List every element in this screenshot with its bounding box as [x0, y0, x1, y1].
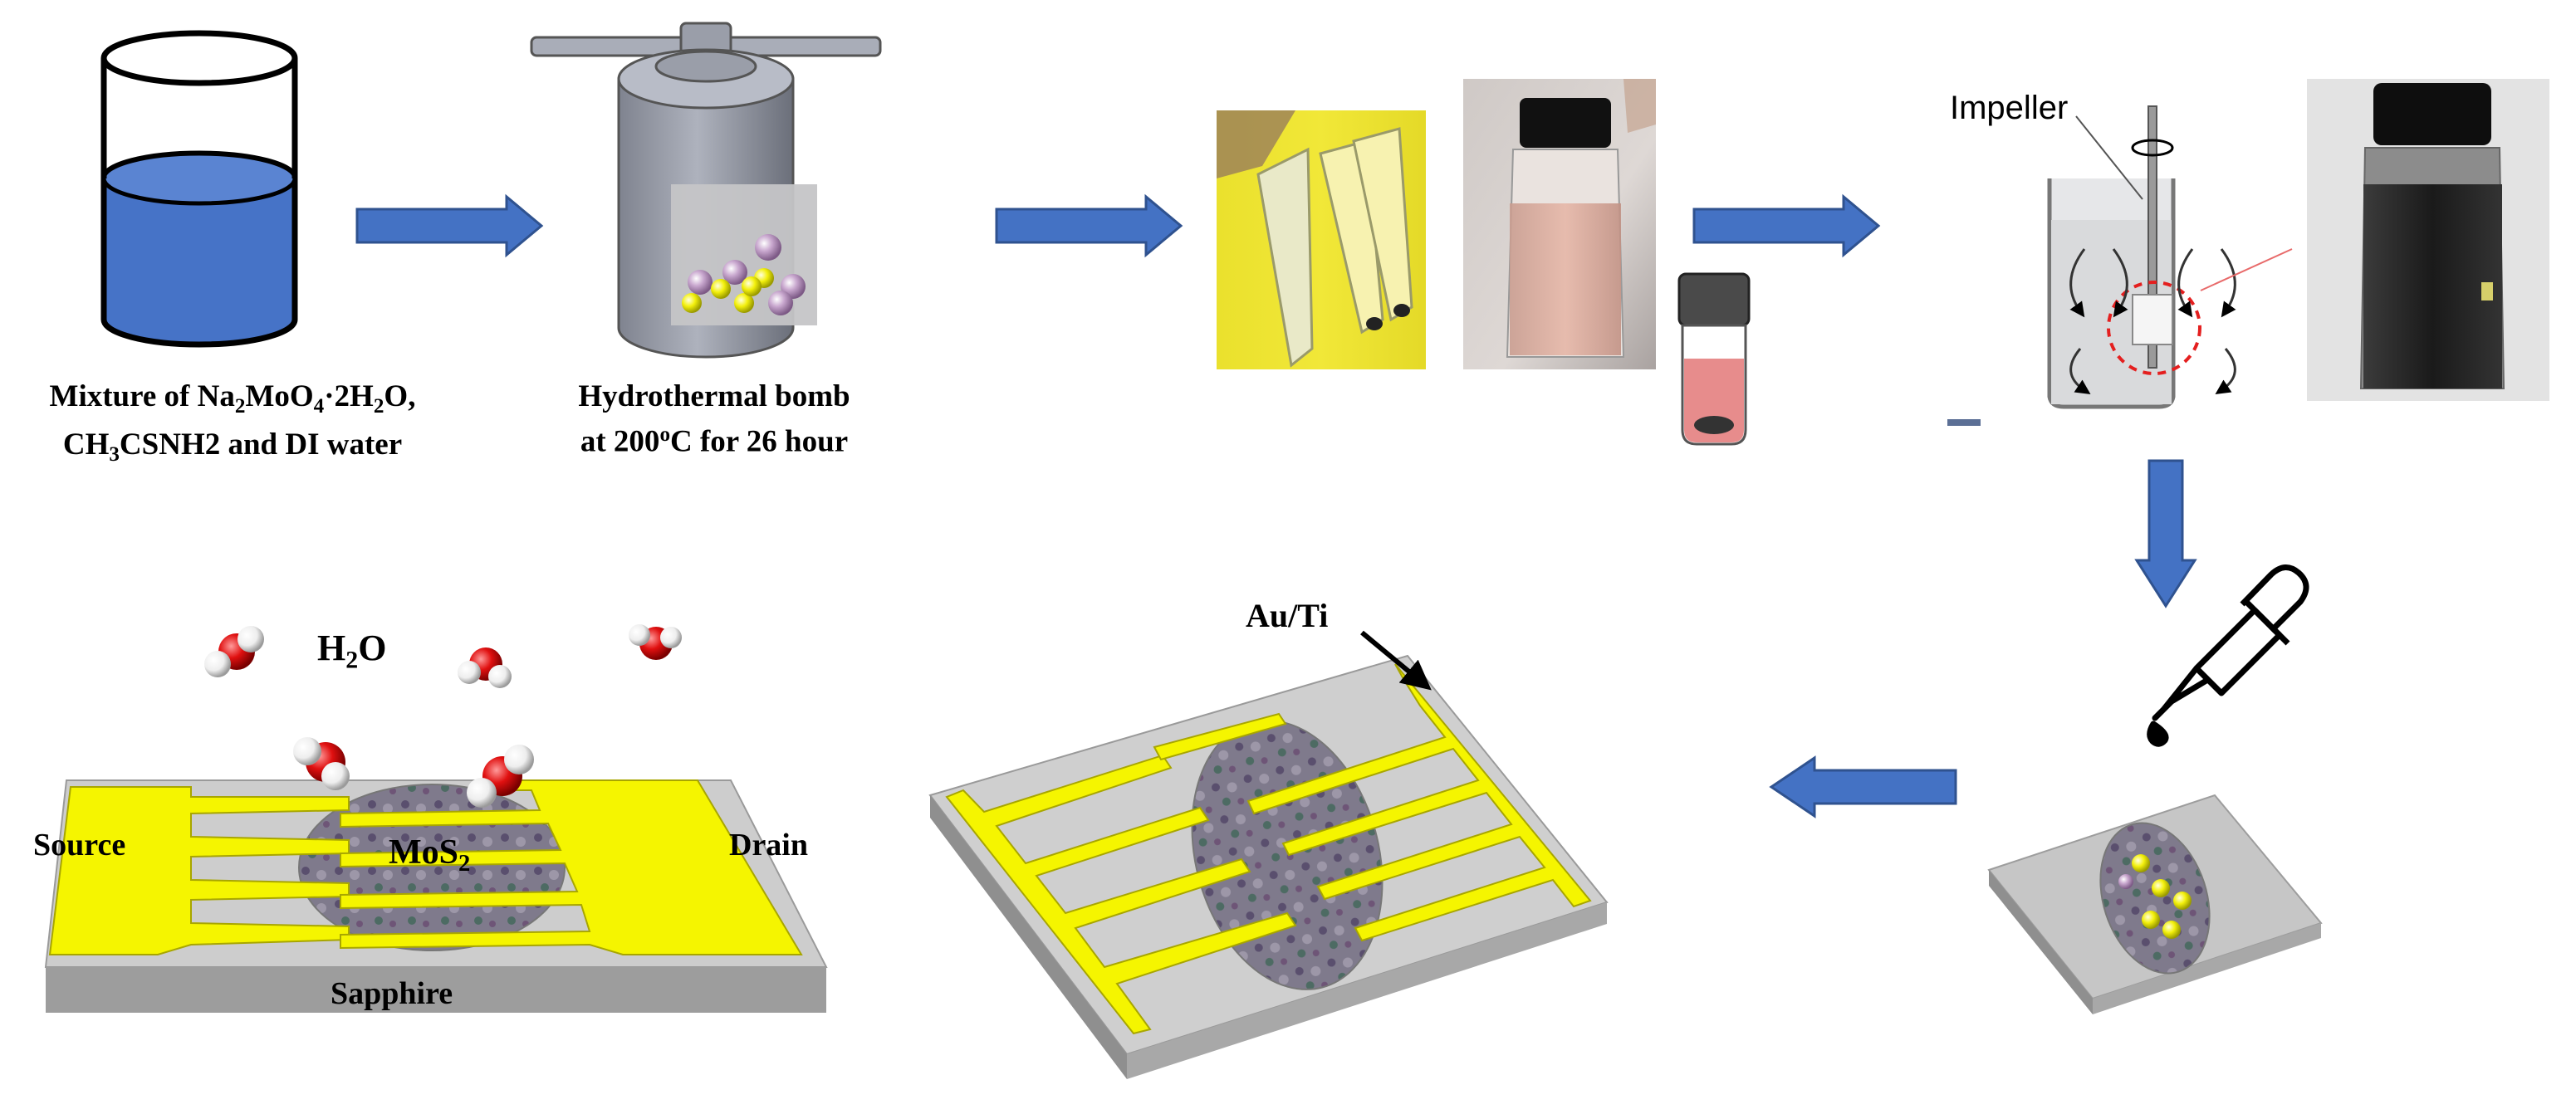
arrow-right-2: [995, 193, 1183, 258]
arrow-down: [2134, 459, 2197, 608]
label-water: H2O: [317, 628, 387, 674]
label-drain: Drain: [729, 828, 808, 862]
label-sapphire: Sapphire: [331, 976, 453, 1011]
arrow-right-3: [1692, 193, 1881, 258]
label-au-ti: Au/Ti: [1246, 597, 1329, 634]
mos2-sensor-device: [44, 624, 828, 1013]
flow-arrows: [355, 193, 2197, 818]
dropper-icon: [2147, 564, 2309, 747]
arrow-right-1: [355, 193, 544, 258]
water-molecules: [204, 624, 682, 808]
substrate-with-drop-illustration: [1987, 794, 2323, 1014]
caption-mixture: Mixture of Na2MoO4·2H2O, CH3CSNH2 and DI…: [49, 379, 416, 467]
impeller-mixing-illustration: [1947, 83, 2293, 432]
photo-pink-vial: [1463, 79, 1656, 369]
caption-hydrothermal: Hydrothermal bomb at 200oC for 26 hour: [578, 379, 850, 459]
label-source: Source: [33, 828, 126, 862]
beaker-illustration: [100, 30, 298, 348]
label-impeller: Impeller: [1950, 90, 2069, 126]
hydrothermal-bomb-illustration: [530, 22, 882, 359]
vial-illustration: [1677, 272, 1751, 446]
label-mos2: MoS2: [389, 833, 471, 877]
photo-centrifuge-tubes: [1217, 110, 1426, 369]
interdigitated-electrode-device: [928, 630, 1609, 1079]
arrow-left: [1769, 755, 1957, 818]
photo-dark-vial: [2307, 79, 2549, 401]
